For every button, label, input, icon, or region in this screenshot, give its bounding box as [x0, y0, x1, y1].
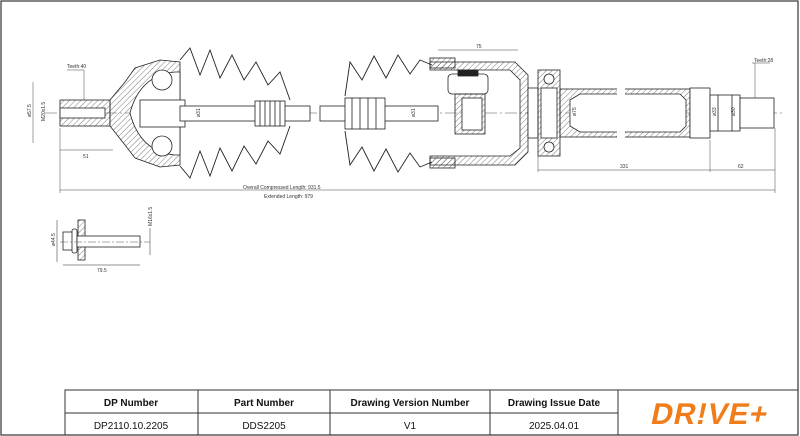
dia-shaft-left-label: ø31: [196, 108, 202, 117]
dim-51-label: 51: [83, 154, 89, 160]
dia-spline-label: ø30: [731, 107, 737, 116]
outer-cv-joint: [59, 59, 186, 168]
inner-boot: [344, 54, 433, 173]
dim-331-label: 331: [620, 164, 629, 170]
logo-text: DR!VE+: [648, 398, 772, 431]
shaft: [179, 97, 439, 130]
value-part-number: DDS2205: [242, 421, 286, 432]
inner-stub-shaft: [527, 69, 775, 157]
extended-length: Extended Length: 979: [264, 194, 313, 200]
value-issue-date: 2025.04.01: [529, 421, 579, 432]
bolt-dia-label: ø44.5: [51, 233, 57, 246]
outer-boot: [179, 47, 291, 179]
title-block: [64, 389, 799, 436]
dim-75-label: 75: [476, 44, 482, 50]
bolt-thread-label: M16x1.5: [148, 207, 154, 226]
value-dp-number: DP2110.10.2205: [94, 421, 169, 432]
value-drawing-version: V1: [404, 421, 417, 432]
drive-plus-logo: DR!VE+: [648, 398, 772, 431]
header-drawing-version: Drawing Version Number: [351, 398, 470, 409]
overall-compressed-length: Overall Compressed Length: 931.5: [243, 185, 321, 191]
dia-tube-label: ø75: [572, 107, 578, 116]
dia-shaft-right-label: ø31: [411, 108, 417, 117]
dimension-lines: [32, 49, 776, 193]
bolt-length-label: 79.5: [97, 268, 107, 274]
dim-62-label: 62: [738, 164, 744, 170]
teeth-left-label: Teeth:40: [67, 64, 86, 70]
bolt-detail: [56, 219, 151, 266]
thread-left-label: M20x1.5: [41, 102, 47, 121]
header-dp-number: DP Number: [104, 398, 158, 409]
dia-stub-left-label: ø57.5: [27, 104, 33, 117]
dia-seal-label: ø33: [712, 107, 718, 116]
teeth-right-label: Teeth:28: [754, 58, 773, 64]
tripod-joint-housing: [429, 57, 529, 169]
header-issue-date: Drawing Issue Date: [508, 398, 601, 409]
header-part-number: Part Number: [234, 398, 294, 409]
